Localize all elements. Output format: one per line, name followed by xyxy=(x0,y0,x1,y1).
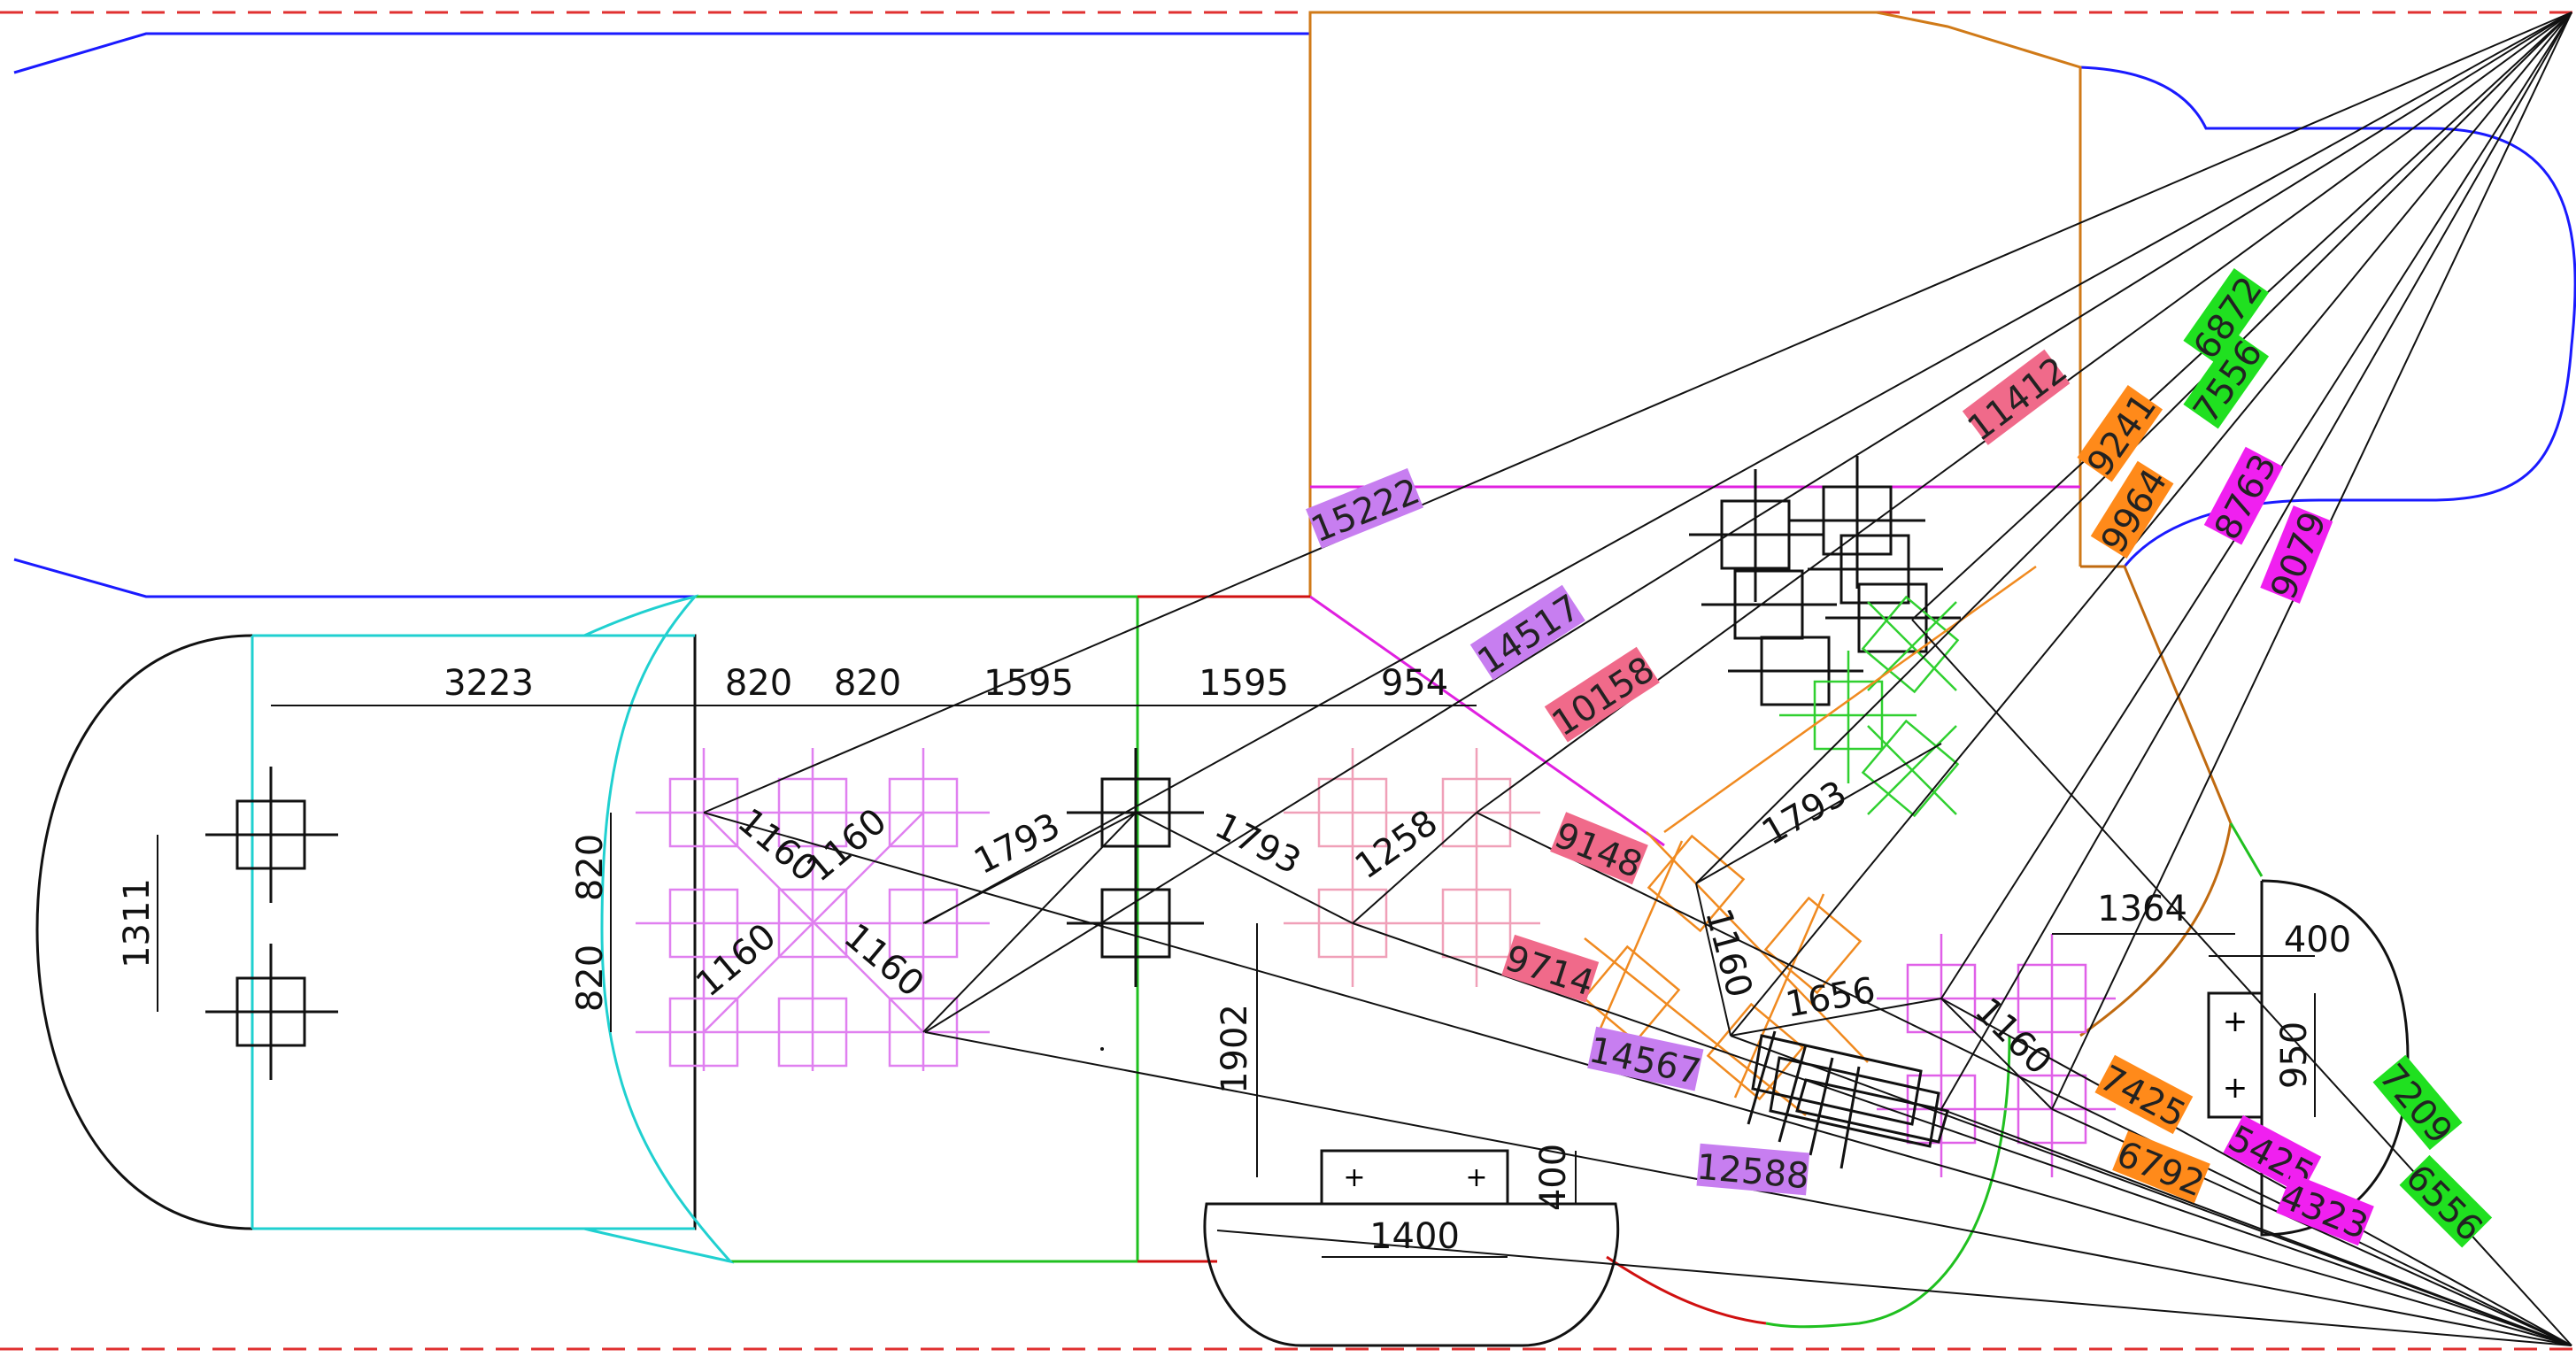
dim-950: 950 xyxy=(2274,1022,2315,1089)
svg-text:7425: 7425 xyxy=(2094,1058,2192,1136)
dimension-lines xyxy=(157,705,2316,1258)
dim-1902: 1902 xyxy=(1215,1004,1255,1094)
dim-1258: 1258 xyxy=(1348,802,1446,887)
svg-text:15222: 15222 xyxy=(1306,471,1425,551)
dim-1656: 1656 xyxy=(1783,970,1878,1026)
radius-lines-bottom xyxy=(703,619,2572,1346)
green-pad-group xyxy=(1779,595,1960,818)
dim-1793-a: 1793 xyxy=(968,806,1067,883)
dim-3223: 3223 xyxy=(443,663,534,704)
tag-9079: 9079 xyxy=(2260,505,2334,605)
left-wheel-bottom xyxy=(205,944,338,1080)
dim-400-b: 400 xyxy=(2284,920,2351,960)
dim-1595-a: 1595 xyxy=(983,663,1074,704)
left-wheel-top xyxy=(205,767,338,903)
svg-text:11412: 11412 xyxy=(1961,350,2075,450)
cyan-arc xyxy=(583,594,735,1264)
dim-954: 954 xyxy=(1381,663,1448,704)
counterweight-box xyxy=(1320,1149,1509,1206)
counterweight-base xyxy=(1203,1202,1620,1347)
truck-cab-outline xyxy=(35,634,697,1230)
dim-1160-e: 1160 xyxy=(1697,905,1760,1002)
tag-11412: 11412 xyxy=(1961,350,2075,450)
tag-9714: 9714 xyxy=(1500,934,1600,1005)
orange-outline-lower xyxy=(2079,565,2233,1037)
magenta-diagonal xyxy=(1309,595,1665,847)
green-outline-main xyxy=(695,595,1139,1263)
dim-1793-c: 1793 xyxy=(1755,773,1854,853)
green-outline-right xyxy=(2229,822,2264,877)
counterweight-plus-left: + xyxy=(1343,1162,1365,1193)
svg-text:12588: 12588 xyxy=(1695,1147,1811,1198)
right-unit-box xyxy=(2207,991,2264,1119)
tag-7209: 7209 xyxy=(2371,1054,2463,1152)
orange-pad-group xyxy=(1582,565,2037,1116)
dim-1595-b: 1595 xyxy=(1199,663,1289,704)
magenta-pad-grid-right xyxy=(1877,934,2116,1177)
rotated-wheel-stack xyxy=(1689,456,1961,706)
right-unit-plus-bottom: + xyxy=(2223,1070,2248,1106)
tag-12588: 12588 xyxy=(1695,1143,1811,1198)
dim-1400: 1400 xyxy=(1369,1216,1460,1257)
dim-1160-f: 1160 xyxy=(1967,991,2060,1083)
dim-820-a: 820 xyxy=(725,663,792,704)
right-unit-plus-top: + xyxy=(2223,1004,2248,1039)
green-outline-curve xyxy=(1765,1035,2011,1329)
dim-820-v2: 820 xyxy=(570,945,611,1012)
blue-outline-top xyxy=(13,32,1310,74)
dim-820-b: 820 xyxy=(834,663,901,704)
reference-dot xyxy=(1100,1047,1104,1051)
blue-outline-bottom xyxy=(13,558,1310,598)
tag-7425: 7425 xyxy=(2094,1054,2194,1136)
tag-10158: 10158 xyxy=(1544,646,1662,744)
red-outline-curve xyxy=(1606,1255,1767,1325)
tag-4323: 4323 xyxy=(2275,1173,2374,1247)
dim-400-a: 400 xyxy=(1533,1144,1574,1211)
counterweight-plus-right: + xyxy=(1465,1162,1487,1193)
crane-mat-stack xyxy=(1747,1030,1949,1169)
magenta-pad-grid xyxy=(636,748,990,1071)
orange-building-outline xyxy=(1308,11,2082,597)
dim-1311: 1311 xyxy=(117,878,158,968)
tag-14567: 14567 xyxy=(1585,1026,1704,1093)
dim-1793-b: 1793 xyxy=(1208,806,1307,883)
dim-1364: 1364 xyxy=(2097,889,2187,929)
tag-15222: 15222 xyxy=(1306,467,1425,551)
pink-pad-grid xyxy=(1284,748,1540,987)
dim-820-v1: 820 xyxy=(570,834,611,901)
